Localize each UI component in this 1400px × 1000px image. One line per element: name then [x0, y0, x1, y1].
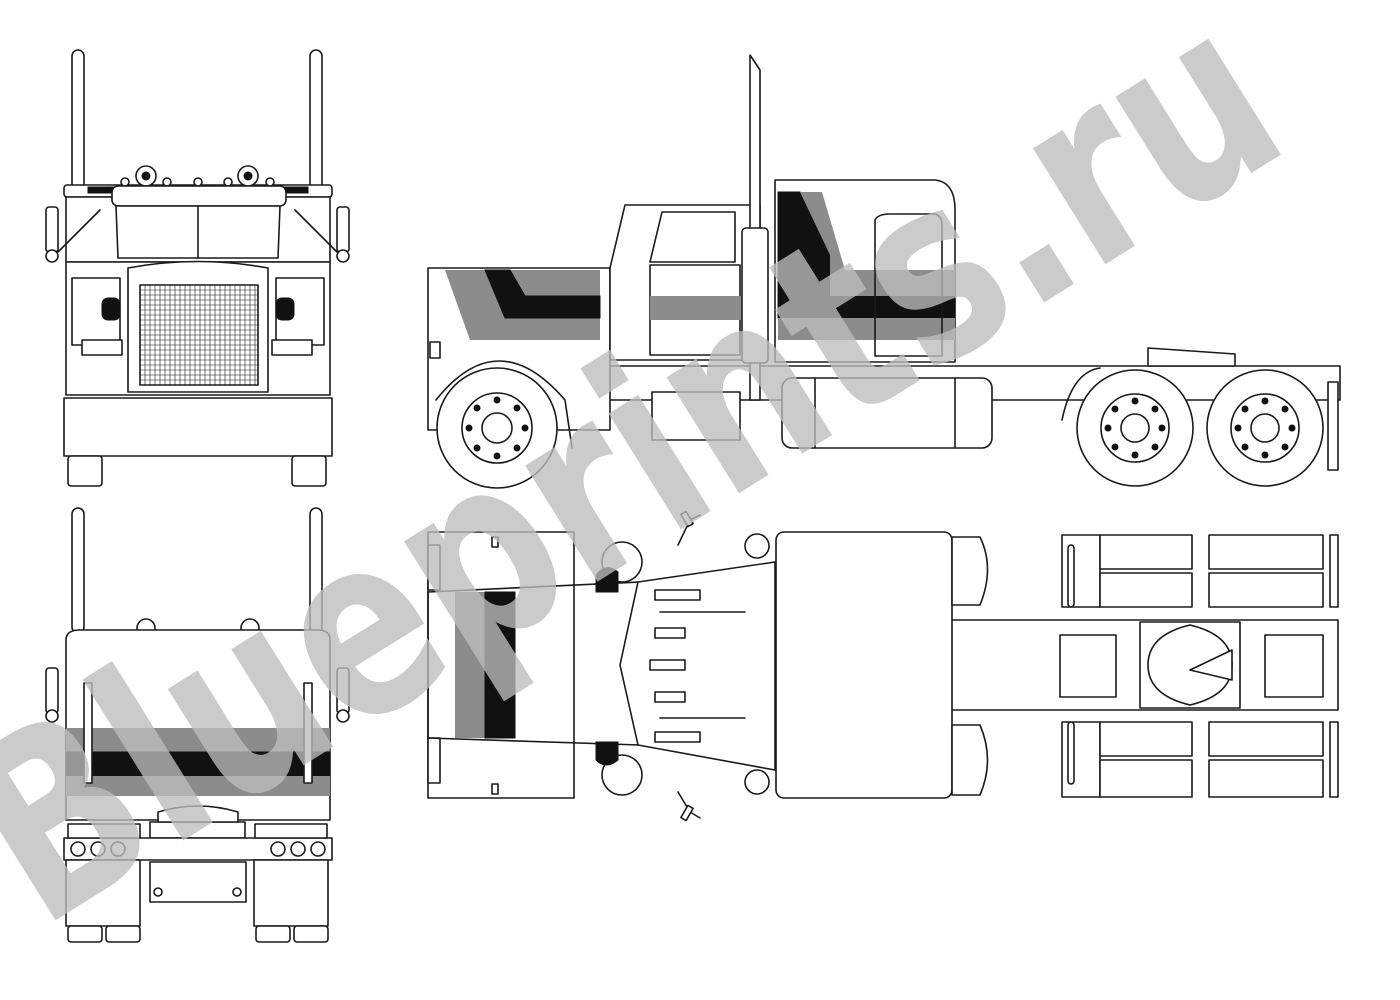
- tire-front-left: [67, 455, 103, 487]
- rear-tires-left: [65, 859, 141, 927]
- mirror-right: [336, 206, 350, 253]
- fifth-wheel-side: [1147, 347, 1236, 367]
- side-view: [427, 54, 1341, 489]
- headlight-left: [101, 297, 121, 321]
- grille-mesh: [140, 285, 258, 385]
- watermark-text: Blueprints.ru: [0, 0, 1326, 980]
- sleeper-top: [775, 531, 953, 799]
- front-wheel-lugs: [465, 396, 529, 460]
- roof-marker-lights: [649, 589, 701, 743]
- front-bumper: [63, 397, 333, 457]
- mud-flap: [1327, 381, 1339, 471]
- rear-bumper: [63, 837, 333, 861]
- tire-front-right: [291, 455, 327, 487]
- top-view: [427, 510, 1339, 822]
- exhaust-stack-right: [309, 49, 323, 206]
- roof-lights: [120, 165, 275, 187]
- front-view: [45, 49, 350, 487]
- tail-lights: [70, 841, 326, 857]
- mirror-left: [45, 206, 59, 253]
- rear-tires-right: [253, 859, 329, 927]
- exhaust-stack-left: [71, 49, 85, 206]
- headlight-right: [275, 297, 295, 321]
- watermark: Blueprints.ru: [0, 0, 1326, 980]
- side-window: [649, 211, 736, 263]
- front-fender: [435, 360, 573, 449]
- fuel-tank: [781, 377, 993, 449]
- rear-view: [45, 507, 350, 943]
